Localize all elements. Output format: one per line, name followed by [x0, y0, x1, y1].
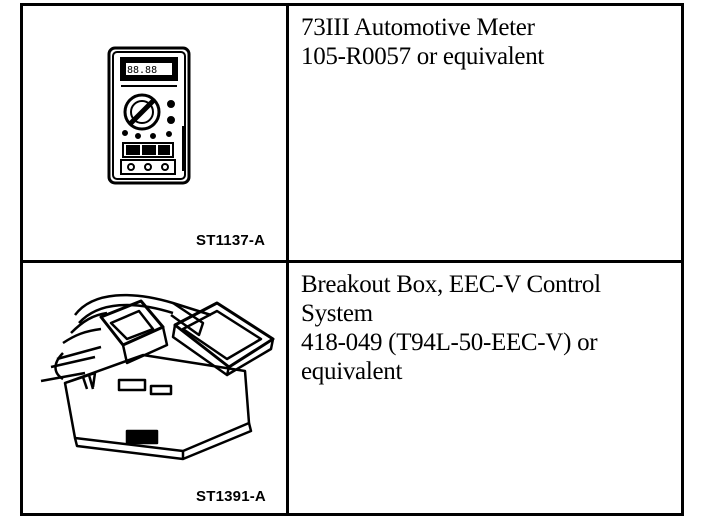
multimeter-illustration-icon: 88.88 — [107, 46, 191, 185]
illustration-caption: ST1391-A — [196, 488, 266, 505]
description-line: 73III Automotive Meter — [301, 14, 535, 41]
illustration-cell: ST1391-A — [23, 263, 289, 513]
description-line: equivalent — [301, 358, 403, 385]
illustration-caption: ST1137-A — [196, 232, 266, 249]
description-line: 105-R0057 or equivalent — [301, 43, 545, 70]
description-text: 73III Automotive Meter 105-R0057 or equi… — [301, 13, 544, 71]
description-line: 418-049 (T94L-50-EEC-V) or — [301, 329, 598, 356]
tool-row-breakout-box: ST1391-A Breakout Box, EEC-V Control Sys… — [23, 263, 681, 513]
svg-text:88.88: 88.88 — [127, 65, 157, 76]
description-line: System — [301, 300, 373, 327]
tool-row-meter: 88.88 — [23, 6, 681, 263]
tool-description: Breakout Box, EEC-V Control System 418-0… — [289, 263, 681, 513]
tool-table: 88.88 — [20, 3, 684, 516]
breakout-box-illustration-icon — [40, 293, 275, 461]
description-text: Breakout Box, EEC-V Control System 418-0… — [301, 270, 601, 386]
description-line: Breakout Box, EEC-V Control — [301, 271, 601, 298]
tool-description: 73III Automotive Meter 105-R0057 or equi… — [289, 6, 681, 260]
illustration-cell: 88.88 — [23, 6, 289, 260]
